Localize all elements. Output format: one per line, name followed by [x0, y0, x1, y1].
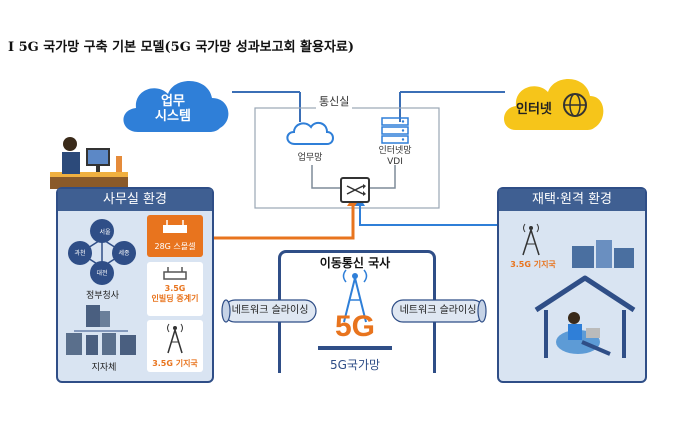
- small-cell-label: 28G 스몰셀: [154, 242, 196, 251]
- business-net-label: 업무망: [297, 153, 323, 163]
- home-icon: [534, 275, 636, 358]
- internet-label: 인터넷: [516, 102, 552, 117]
- internet-net-line1: 인터넷망: [378, 146, 412, 156]
- remote-tower-icon: [522, 223, 540, 256]
- repeater-label: 3.5G 인빌딩 중계기: [147, 284, 203, 304]
- business-system-line1: 업무: [161, 94, 185, 109]
- remote-header: 재택·원격 환경: [499, 189, 645, 211]
- internet-net-node: 인터넷망 VDI: [368, 116, 422, 170]
- remote-base-station-label: 3.5G 기지국: [510, 260, 556, 269]
- office-worker-icon: [50, 137, 128, 189]
- internet-cloud: 인터넷: [498, 68, 608, 140]
- building-daejeon-label: 대전: [96, 270, 108, 277]
- local-gov-label: 지자체: [91, 363, 117, 373]
- cloud-outline-icon: [286, 121, 334, 145]
- business-system-label: 업무 시스템: [138, 94, 208, 124]
- gov-buildings-diagram: [68, 219, 136, 285]
- local-buildings-icon: [66, 305, 136, 355]
- small-cell-box: 28G 스몰셀: [147, 215, 203, 257]
- building-sejong-label: 세종: [118, 250, 130, 257]
- 5g-logo: 5G: [334, 310, 376, 343]
- cloud-icon: [504, 78, 604, 130]
- server-icon: [381, 117, 409, 144]
- carrier-header: 이동통신 국사: [319, 256, 391, 270]
- internet-net-line2: VDI: [387, 157, 403, 167]
- 5g-tower-icon: [342, 269, 368, 323]
- switch-node: [340, 177, 370, 203]
- business-system-cloud: 업무 시스템: [116, 70, 236, 142]
- 5g-base-bar: [318, 346, 392, 350]
- 5g-network-label: 5G국가망: [329, 358, 381, 372]
- repeater-icon: [163, 267, 187, 280]
- gov-label: 정부청사: [85, 291, 120, 301]
- switch-icon: [346, 184, 366, 196]
- slicing-tubes: [221, 299, 487, 323]
- building-seoul-label: 서울: [99, 229, 111, 236]
- repeater-line2: 인빌딩 중계기: [151, 294, 199, 303]
- office-header: 사무실 환경: [58, 189, 212, 211]
- business-system-line2: 시스템: [155, 109, 191, 124]
- globe-icon: [563, 93, 587, 117]
- repeater-box: 3.5G 인빌딩 중계기: [147, 262, 203, 316]
- repeater-line1: 3.5G: [164, 284, 186, 293]
- slicing-right-label: 네트워크 슬라이싱: [399, 305, 477, 316]
- cell-tower-icon: [167, 323, 183, 354]
- comm-room-label: 통신실: [316, 93, 353, 109]
- building-gwacheon-label: 과천: [74, 250, 86, 257]
- cloud-icon: [123, 80, 229, 132]
- page-title: Ⅰ 5G 국가망 구축 기본 모델(5G 국가망 성과보고회 활용자료): [8, 40, 355, 55]
- office-base-station-box: 3.5G 기지국: [147, 320, 203, 372]
- small-cell-icon: [163, 220, 187, 233]
- business-net-node: 업무망: [283, 118, 337, 168]
- office-base-station-label: 3.5G 기지국: [152, 359, 198, 368]
- remote-buildings-icon: [572, 240, 634, 268]
- slicing-left-label: 네트워크 슬라이싱: [231, 305, 309, 316]
- internet-net-label: 인터넷망 VDI: [368, 146, 422, 168]
